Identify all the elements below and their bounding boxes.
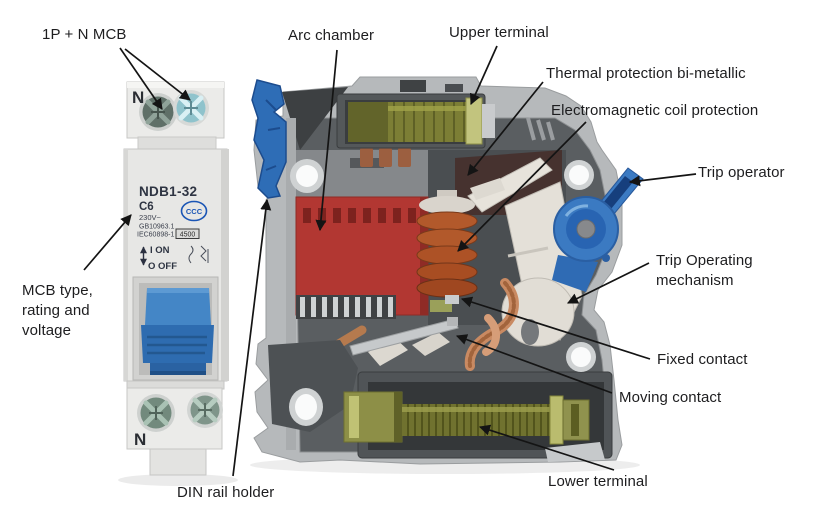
label-lower-terminal: Lower terminal bbox=[548, 473, 648, 490]
off-label: O OFF bbox=[148, 261, 177, 272]
arrow-lower-terminal bbox=[478, 424, 615, 471]
arc-chamber-part bbox=[295, 196, 429, 319]
mcb-front-illustration: N NDB1-32 C6 230V~ GB10963.1 IEC60898-1 … bbox=[123, 81, 229, 476]
annotation-arrows bbox=[83, 45, 697, 477]
breaking-capacity-badge: 4500 bbox=[180, 232, 196, 239]
terminal-prongs bbox=[360, 148, 411, 167]
arrow-din-rail bbox=[232, 198, 272, 477]
label-moving-contact: Moving contact bbox=[619, 389, 722, 406]
mcb-top-screw-right bbox=[173, 90, 209, 126]
label-fixed-contact: Fixed contact bbox=[657, 351, 748, 368]
arrow-thermal bbox=[467, 81, 544, 176]
arrow-pn-mcb-1 bbox=[119, 47, 163, 110]
din-rail-clip-part bbox=[251, 79, 287, 199]
label-trip-operator: Trip operator bbox=[698, 164, 785, 181]
svg-text:CCC: CCC bbox=[186, 207, 203, 216]
upper-terminal-part bbox=[336, 93, 495, 149]
arrow-mcb-type bbox=[83, 214, 132, 271]
label-mcb-type: MCB type, rating and voltage bbox=[22, 282, 93, 339]
arrow-upper-terminal bbox=[470, 45, 498, 106]
arrow-trip-mechanism bbox=[567, 262, 650, 304]
label-upper-terminal: Upper terminal bbox=[449, 24, 549, 41]
case-holes bbox=[289, 159, 596, 426]
mcb-toggle-handle[interactable] bbox=[141, 288, 214, 375]
label-din-rail-holder: DIN rail holder bbox=[177, 484, 275, 501]
fixed-contact-part bbox=[430, 295, 459, 312]
curve-rating-text: C6 bbox=[139, 201, 154, 213]
lower-terminal-part bbox=[343, 371, 613, 462]
mcb-face-printing: NDB1-32 C6 230V~ GB10963.1 IEC60898-1 45… bbox=[137, 184, 209, 272]
arrow-arc-chamber bbox=[315, 49, 338, 232]
arrow-pn-mcb-2 bbox=[124, 48, 191, 101]
arrow-moving-contact bbox=[455, 334, 613, 394]
mcb-top-screw-left bbox=[139, 93, 177, 131]
mcb-bottom-screw-left bbox=[137, 394, 175, 432]
ccc-certification-logo: CCC bbox=[180, 200, 208, 222]
neutral-marking-top: N bbox=[132, 88, 144, 107]
label-thermal-protection: Thermal protection bi-metallic bbox=[546, 65, 746, 82]
voltage-text: 230V~ bbox=[139, 213, 162, 222]
arrow-fixed-contact bbox=[460, 296, 651, 360]
on-label: I ON bbox=[150, 245, 170, 256]
standard-gb-text: GB10963.1 bbox=[139, 224, 175, 231]
label-trip-mechanism: Trip Operating mechanism bbox=[656, 252, 753, 289]
label-arc-chamber: Arc chamber bbox=[288, 27, 375, 44]
model-text: NDB1-32 bbox=[139, 184, 197, 199]
label-electromagnetic-coil: Electromagnetic coil protection bbox=[551, 102, 759, 119]
arrow-coil bbox=[457, 121, 587, 252]
mcb-cutaway-illustration bbox=[251, 76, 644, 465]
neutral-marking-bottom: N bbox=[134, 430, 146, 449]
mcb-bottom-screw-right bbox=[187, 392, 223, 428]
standard-iec-text: IEC60898-1 bbox=[137, 232, 174, 239]
copper-braid bbox=[464, 278, 519, 371]
label-pn-mcb: 1P + N MCB bbox=[42, 26, 127, 43]
circuit-schematic-icon bbox=[188, 245, 209, 264]
arrow-trip-operator bbox=[628, 173, 697, 187]
moving-contact-part bbox=[349, 317, 459, 356]
